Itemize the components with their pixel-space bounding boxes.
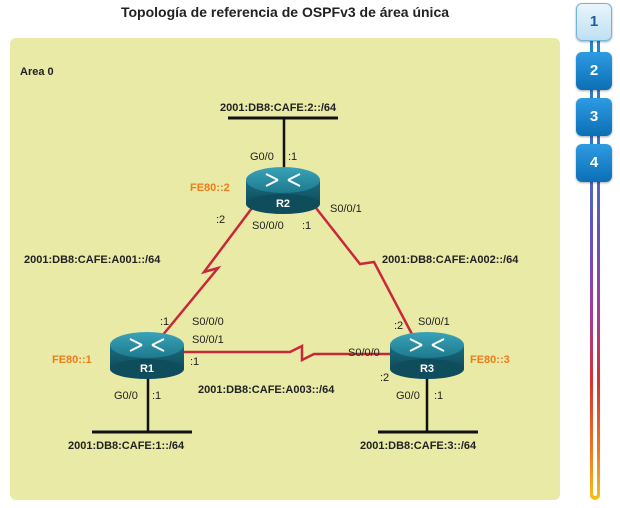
router-r2-label: R2 — [275, 198, 291, 210]
network-label-r1-r3: 2001:DB8:CAFE:A003::/64 — [198, 384, 335, 396]
serial-link-r1-r2 — [161, 207, 253, 337]
router-r3[interactable] — [390, 332, 464, 379]
topology-diagram — [92, 116, 478, 434]
host-r1-s000: :1 — [160, 316, 170, 328]
network-label-r3-lan: 2001:DB8:CAFE:3::/64 — [360, 440, 477, 452]
network-label-r2-r3: 2001:DB8:CAFE:A002::/64 — [382, 254, 519, 266]
host-r1-g00: :1 — [152, 390, 162, 402]
area-label: Area 0 — [20, 66, 54, 78]
serial-link-r2-r3 — [315, 207, 416, 339]
router-arrows-icon — [129, 338, 165, 352]
interface-r1-s001: S0/0/1 — [192, 334, 224, 346]
nav-step-1-button[interactable]: 1 — [576, 3, 612, 41]
link-local-r3: FE80::3 — [470, 354, 510, 366]
interface-r2-g00: G0/0 — [250, 151, 274, 163]
network-label-r2-lan: 2001:DB8:CAFE:2::/64 — [220, 102, 337, 114]
nav-step-2-button[interactable]: 2 — [576, 52, 612, 90]
interface-r1-s000: S0/0/0 — [192, 316, 224, 328]
interface-r2-s001: S0/0/1 — [330, 203, 362, 215]
link-local-r1: FE80::1 — [52, 354, 92, 366]
interface-r3-s000: S0/0/0 — [348, 347, 380, 359]
interface-r2-s000: S0/0/0 — [252, 220, 284, 232]
step-navigation: 1 2 3 4 — [572, 0, 616, 508]
host-r2-g00: :1 — [288, 151, 298, 163]
lan-r3 — [378, 375, 478, 434]
interface-r3-s001: S0/0/1 — [418, 316, 450, 328]
nav-step-3-button[interactable]: 3 — [576, 98, 612, 136]
network-label-r1-lan: 2001:DB8:CAFE:1::/64 — [68, 440, 185, 452]
page-title: Topología de referencia de OSPFv3 de áre… — [120, 4, 450, 20]
serial-link-r1-r3 — [180, 343, 398, 363]
host-r2-r1: :2 — [216, 214, 226, 226]
interface-r1-g00: G0/0 — [114, 390, 138, 402]
router-r3-label: R3 — [419, 363, 435, 375]
nav-step-4-button[interactable]: 4 — [576, 144, 612, 182]
router-r1[interactable] — [110, 332, 184, 379]
router-r1-label: R1 — [139, 363, 155, 375]
topology-area — [10, 38, 560, 500]
router-arrows-icon — [265, 173, 301, 187]
host-r3-s000: :2 — [380, 372, 390, 384]
link-local-r2: FE80::2 — [190, 182, 230, 194]
network-label-r1-r2: 2001:DB8:CAFE:A001::/64 — [24, 254, 161, 266]
lan-r1 — [92, 375, 192, 434]
host-r3-s001: :2 — [394, 320, 404, 332]
router-arrows-icon — [409, 338, 445, 352]
host-r2-s000: :1 — [302, 220, 312, 232]
nav-rail-inner — [593, 30, 597, 496]
interface-r3-g00: G0/0 — [396, 390, 420, 402]
host-r3-g00: :1 — [434, 390, 444, 402]
host-r1-s001: :1 — [190, 356, 200, 368]
router-r2[interactable] — [246, 167, 320, 214]
